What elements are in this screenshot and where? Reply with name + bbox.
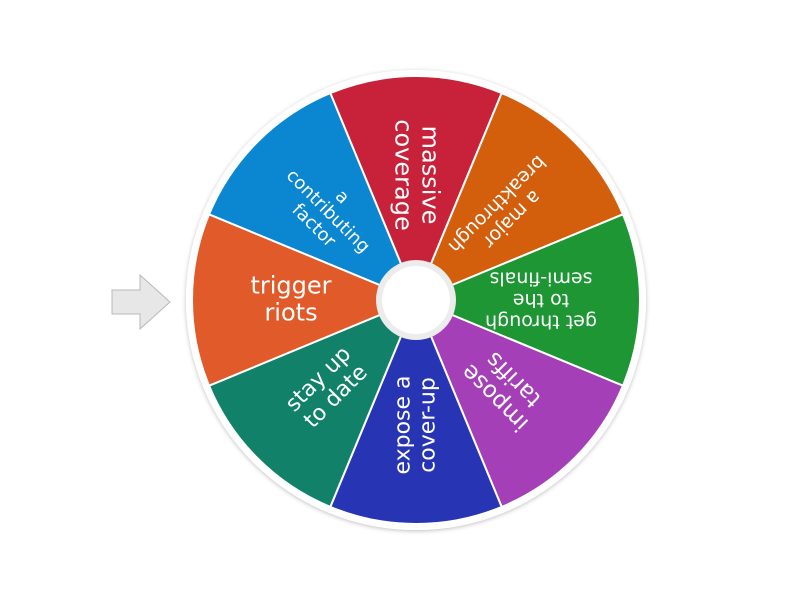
wheel-segment-label-line: to the xyxy=(513,290,569,312)
wheel-segment-label-line: massive xyxy=(416,126,444,225)
wheel-segment-label-line: riots xyxy=(264,298,317,326)
wheel-segment xyxy=(328,75,504,303)
wheel-segment-label-line: semi-finals xyxy=(489,268,592,290)
wheel-segment-label-line: trigger xyxy=(250,272,331,300)
wheel-segment-label: get throughto thesemi-finals xyxy=(485,268,597,333)
wheel-segment-label-line: get through xyxy=(485,311,597,333)
pointer-arrow-icon xyxy=(111,273,171,331)
wheel-segment-label: massivecoverage xyxy=(390,119,445,230)
wheel-segment-label: expose acover-up xyxy=(391,375,441,474)
wheel-segment xyxy=(207,298,418,509)
wheel-segment-label-line: expose a xyxy=(391,375,416,474)
wheel-segment-label-line: coverage xyxy=(390,119,418,230)
wheel-segment xyxy=(414,298,625,509)
wheel-segment xyxy=(413,212,641,388)
wheel-segment xyxy=(191,212,419,388)
wheel-hub[interactable] xyxy=(382,266,450,334)
wheel-segment xyxy=(414,91,625,302)
wheel-segment xyxy=(328,297,504,525)
wheel-segment-label-line: cover-up xyxy=(415,377,440,473)
wheel-segment xyxy=(207,91,418,302)
